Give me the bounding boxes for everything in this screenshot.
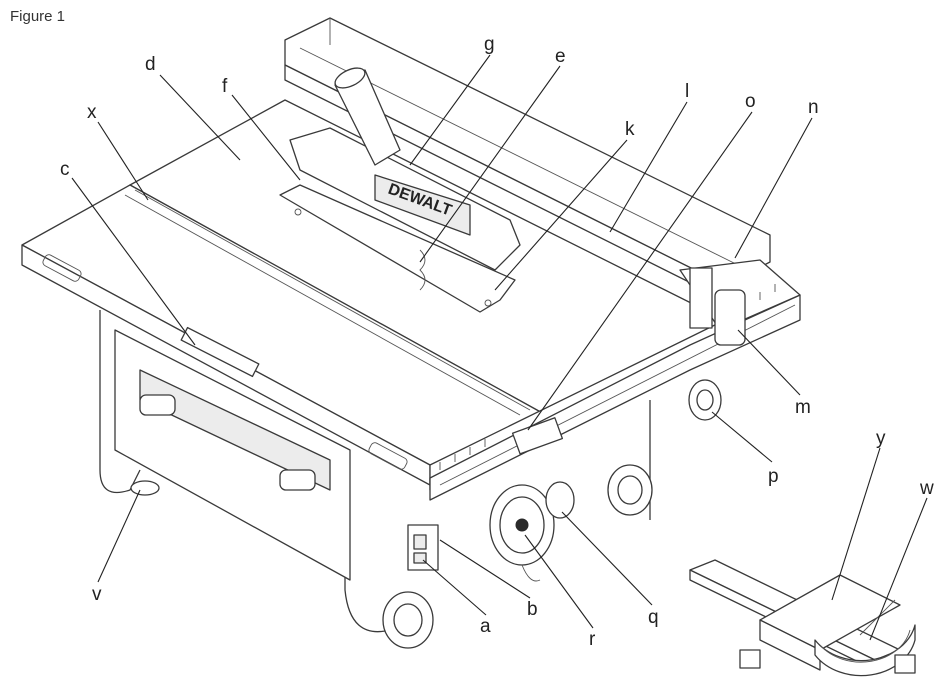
label-x: x <box>87 102 97 123</box>
wheels <box>382 464 653 649</box>
label-c: c <box>60 159 70 180</box>
bevel-handwheel <box>489 379 722 582</box>
label-p: p <box>768 466 779 487</box>
rear-fence <box>284 17 771 301</box>
rip-fence-rail <box>429 259 801 501</box>
label-w: w <box>919 478 934 499</box>
label-d: d <box>145 54 156 75</box>
part-labels: d f x c g e k l o n m p q r b a v y w <box>60 34 934 650</box>
label-m: m <box>795 397 811 418</box>
miter-gauge <box>689 559 916 677</box>
label-y: y <box>876 428 886 449</box>
label-n: n <box>808 97 819 118</box>
label-o: o <box>745 91 756 112</box>
blade-guard: DEWALT <box>289 67 521 271</box>
label-v: v <box>92 584 102 605</box>
figure-caption: Figure 1 <box>10 8 66 25</box>
label-f: f <box>222 76 228 97</box>
leader-lines <box>71 54 928 641</box>
label-r: r <box>589 629 596 650</box>
label-b: b <box>527 599 538 620</box>
label-a: a <box>480 616 491 637</box>
throat-plate <box>279 184 516 313</box>
label-l: l <box>685 81 689 102</box>
label-k: k <box>625 119 635 140</box>
label-e: e <box>555 46 566 67</box>
label-g: g <box>484 34 495 55</box>
stand <box>99 310 651 633</box>
label-q: q <box>648 607 659 628</box>
